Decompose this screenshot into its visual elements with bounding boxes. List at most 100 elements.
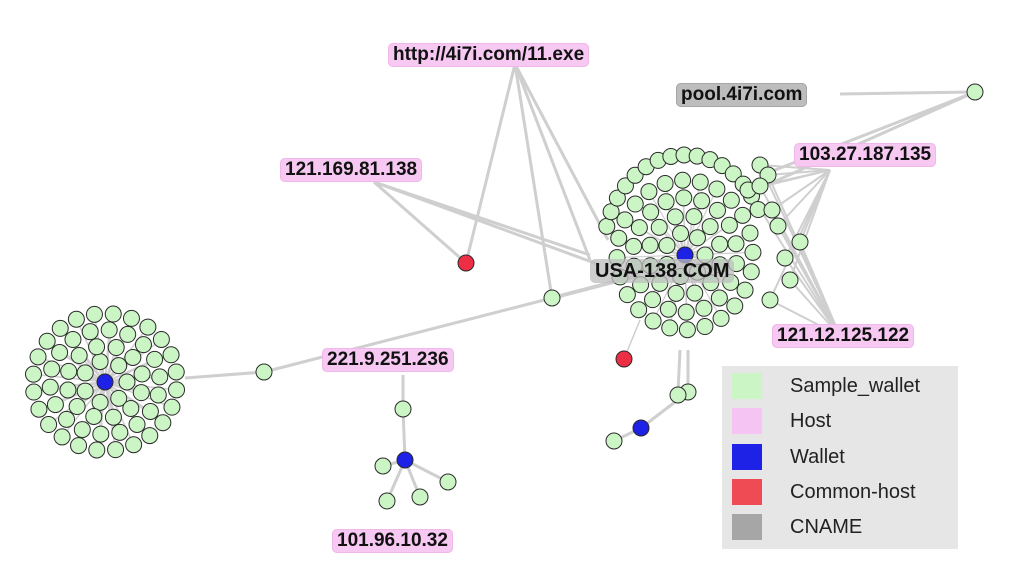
sample-wallet-node (70, 437, 88, 455)
sample-wallet-node (152, 330, 170, 348)
sample-wallet-node (791, 233, 809, 251)
sample-wallet-node (41, 378, 59, 396)
sample-wallet-node (76, 382, 94, 400)
sample-wallet-node (394, 400, 412, 418)
sample-wallet-node (111, 423, 129, 441)
sample-wallet-node (678, 321, 696, 339)
sample-wallet-node (439, 473, 457, 491)
sample-wallet-node (122, 309, 140, 327)
sample-wallet-node (59, 381, 77, 399)
sample-wallet-node (685, 208, 703, 226)
sample-wallet-node (122, 399, 140, 417)
sample-wallet-node (104, 408, 122, 426)
sample-wallet-node (118, 373, 136, 391)
sample-wallet-node (644, 291, 662, 309)
sample-wallet-node (688, 229, 706, 247)
sample-wallet-node (125, 436, 143, 454)
sample-wallet-node (701, 218, 719, 236)
legend-swatch (732, 514, 762, 540)
sample-wallet-node (781, 271, 799, 289)
sample-wallet-node (744, 243, 762, 261)
nodes-layer (24, 83, 984, 510)
edge (263, 296, 553, 374)
sample-wallet-node (58, 410, 76, 428)
edge (401, 408, 407, 461)
sample-wallet-node (119, 325, 137, 343)
host-label-101: 101.96.10.32 (332, 529, 453, 553)
legend-item-host: Host (732, 407, 831, 435)
sample-wallet-node (76, 364, 94, 382)
cname-label-pool: pool.4i7i.com (676, 83, 808, 107)
edge (789, 169, 831, 281)
sample-wallet-node (675, 189, 693, 207)
sample-wallet-node (691, 173, 709, 191)
sample-wallet-node (43, 360, 61, 378)
legend-label: Host (790, 409, 832, 432)
sample-wallet-node (966, 83, 984, 101)
sample-wallet-node (73, 421, 91, 439)
cname-label-usa: USA-138.COM (590, 259, 735, 283)
sample-wallet-node (88, 338, 106, 356)
sample-wallet-node (769, 217, 787, 235)
sample-wallet-node (736, 281, 754, 299)
sample-wallet-node (163, 398, 181, 416)
sample-wallet-node (88, 441, 106, 459)
edge (759, 164, 831, 171)
edge (684, 188, 718, 256)
sample-wallet-node (616, 177, 634, 195)
sample-wallet-node (742, 263, 760, 281)
sample-wallet-node (776, 249, 794, 267)
legend-swatch (732, 479, 762, 505)
sample-wallet-node (68, 398, 86, 416)
edge (513, 63, 554, 299)
sample-wallet-node (720, 216, 738, 234)
sample-wallet-node (128, 415, 146, 433)
sample-wallet-node (708, 201, 726, 219)
host-label-exe: http://4i7i.com/11.exe (388, 43, 590, 67)
common-host-node (457, 254, 475, 272)
wallet-node (396, 451, 414, 469)
edge (373, 180, 467, 265)
sample-wallet-node (642, 203, 660, 221)
sample-wallet-node (751, 177, 769, 195)
sample-wallet-node (686, 284, 704, 302)
sample-wallet-node (107, 441, 125, 459)
sample-wallet-node (24, 365, 42, 383)
legend-label: Common-host (790, 480, 916, 503)
host-label-103: 103.27.187.135 (794, 143, 937, 167)
wallet-node (96, 373, 114, 391)
sample-wallet-node (81, 323, 99, 341)
sample-wallet-node (91, 393, 109, 411)
sample-wallet-node (134, 336, 152, 354)
edge (617, 254, 686, 259)
sample-wallet-node (38, 332, 56, 350)
edge (777, 169, 831, 227)
sample-wallet-node (616, 211, 634, 229)
sample-wallet-node (659, 300, 677, 318)
edge (650, 211, 686, 256)
sample-wallet-node (67, 310, 85, 328)
sample-wallet-node (669, 386, 687, 404)
sample-wallet-node (51, 343, 69, 361)
sample-wallet-node (618, 286, 636, 304)
sample-wallet-node (695, 299, 713, 317)
sample-wallet-node (708, 180, 726, 198)
sample-wallet-node (167, 363, 185, 381)
sample-wallet-node (727, 235, 745, 253)
wallet-node (632, 419, 650, 437)
sample-wallet-node (711, 235, 729, 253)
sample-wallet-node (630, 219, 648, 237)
sample-wallet-node (146, 350, 164, 368)
edge (513, 63, 592, 261)
sample-wallet-node (726, 297, 744, 315)
sample-wallet-node (141, 427, 159, 445)
sample-wallet-node (411, 488, 429, 506)
sample-wallet-node (124, 348, 142, 366)
edge (648, 191, 686, 256)
legend-label: Sample_wallet (790, 374, 921, 397)
sample-wallet-node (661, 319, 679, 337)
sample-wallet-node (30, 400, 48, 418)
sample-wallet-node (667, 284, 685, 302)
sample-wallet-node (543, 289, 561, 307)
legend-label: Wallet (790, 445, 845, 468)
